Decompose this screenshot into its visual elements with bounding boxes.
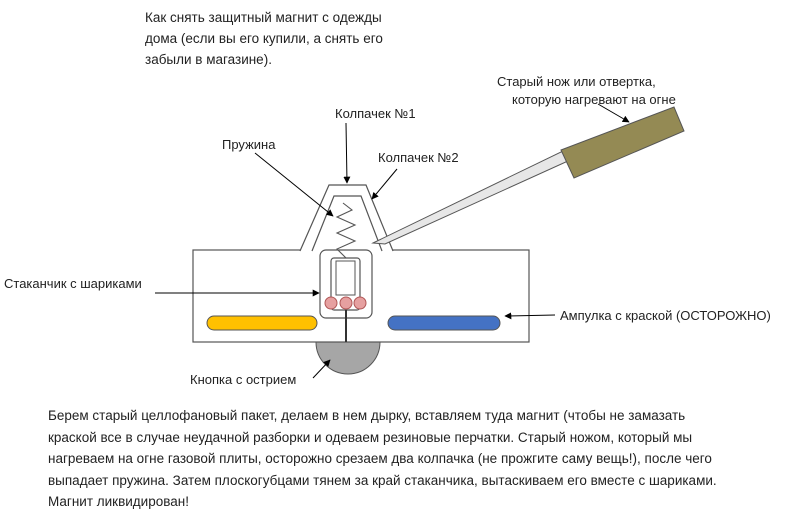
arrow-cap2 [371, 168, 398, 200]
label-cap2: Колпачек №2 [378, 150, 459, 165]
ball [353, 296, 367, 310]
label-cup: Стаканчик с шариками [4, 276, 142, 291]
knife-handle [560, 106, 685, 179]
spring [335, 202, 357, 259]
title-line: дома (если вы его купили, а снять его [145, 31, 383, 46]
instructions-line: краской все в случае неудачной разборки … [48, 429, 693, 445]
label-cap1: Колпачек №1 [335, 106, 416, 121]
button-with-spike [315, 341, 381, 375]
title-line: забыли в магазине). [145, 52, 272, 67]
ampoule-right [387, 315, 501, 331]
ampoule-left [206, 315, 318, 331]
instructions-line: Берем старый целлофановый пакет, делаем … [48, 408, 686, 423]
label-knife-line1: Старый нож или отвертка, [497, 74, 656, 89]
page-title: Как снять защитный магнит с одежды дома … [145, 7, 435, 70]
label-ampoule: Ампулка с краской (ОСТОРОЖНО) [560, 308, 771, 323]
arrow-knife [597, 103, 630, 123]
instructions-line: Магнит ликвидирован! [48, 494, 189, 509]
cup-core [335, 260, 356, 296]
label-knife-line2: которую нагревают на огне [512, 92, 676, 107]
arrow-ampoule [504, 312, 556, 320]
instructions-line: нагреваем на огне газовой плиты, осторож… [48, 451, 712, 466]
instructions-text: Берем старый целлофановый пакет, делаем … [48, 405, 783, 513]
label-button: Кнопка с острием [190, 372, 297, 387]
label-spring: Пружина [222, 137, 276, 152]
ball [324, 296, 338, 310]
instructions-line: выпадает пружина. Затем плоскогубцами тя… [48, 472, 717, 488]
arrow-cap1 [343, 122, 351, 184]
arrow-button [312, 359, 331, 379]
title-line: Как снять защитный магнит с одежды [145, 10, 382, 25]
arrow-spring [254, 152, 334, 217]
ball [339, 296, 353, 310]
